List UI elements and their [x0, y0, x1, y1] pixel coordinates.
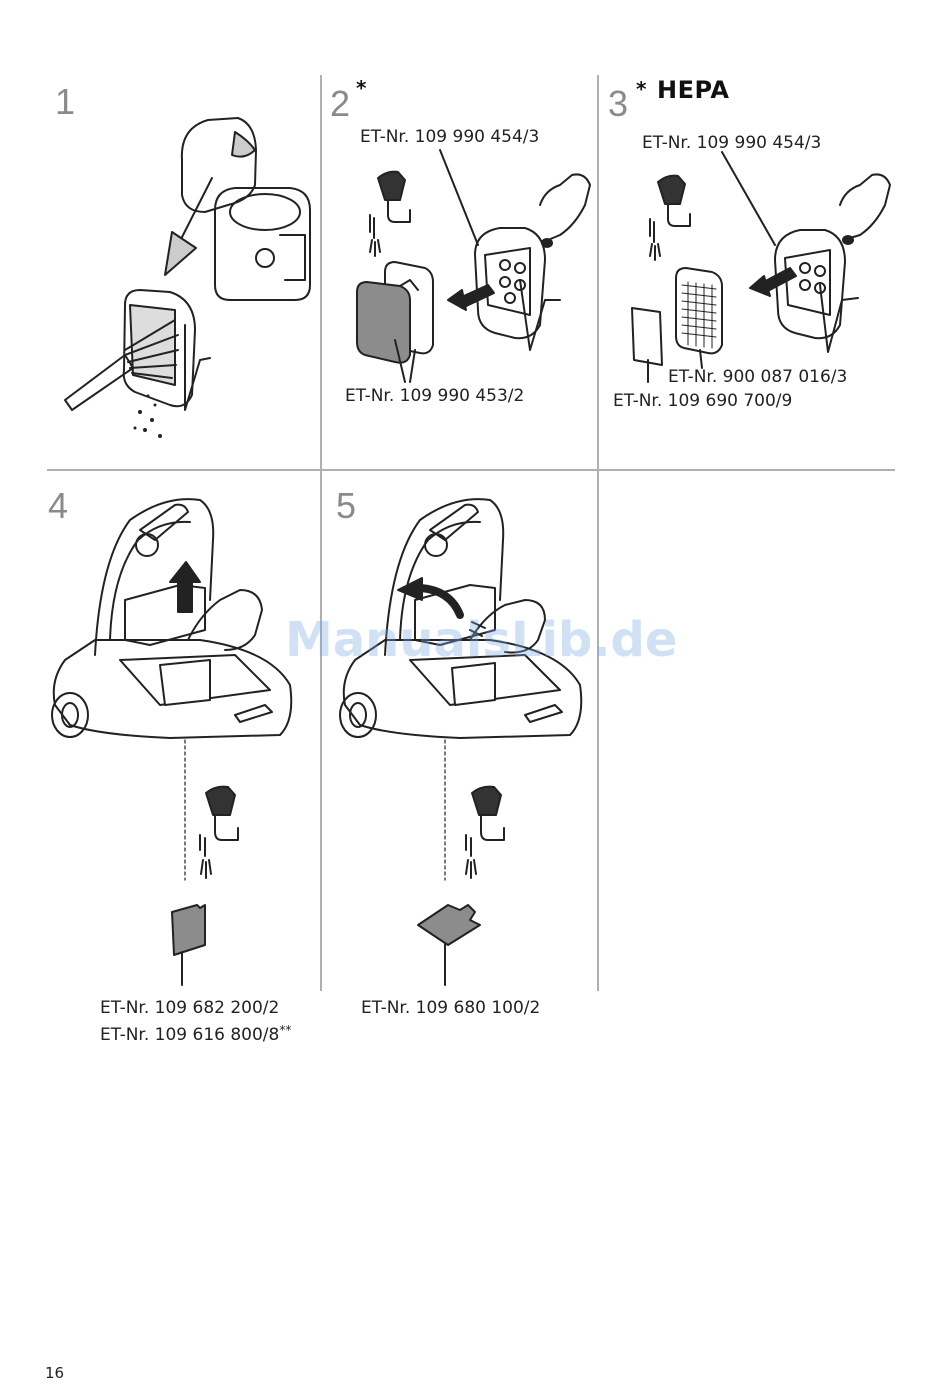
watermark: ManualsLib.de — [285, 612, 677, 668]
step-4-illustration — [52, 499, 291, 985]
step-1-illustration — [65, 118, 310, 438]
step-2-illustration — [357, 150, 590, 382]
step-3-illustration — [632, 152, 890, 382]
page-number: 16 — [45, 1364, 64, 1382]
step-5-illustration — [340, 499, 581, 985]
